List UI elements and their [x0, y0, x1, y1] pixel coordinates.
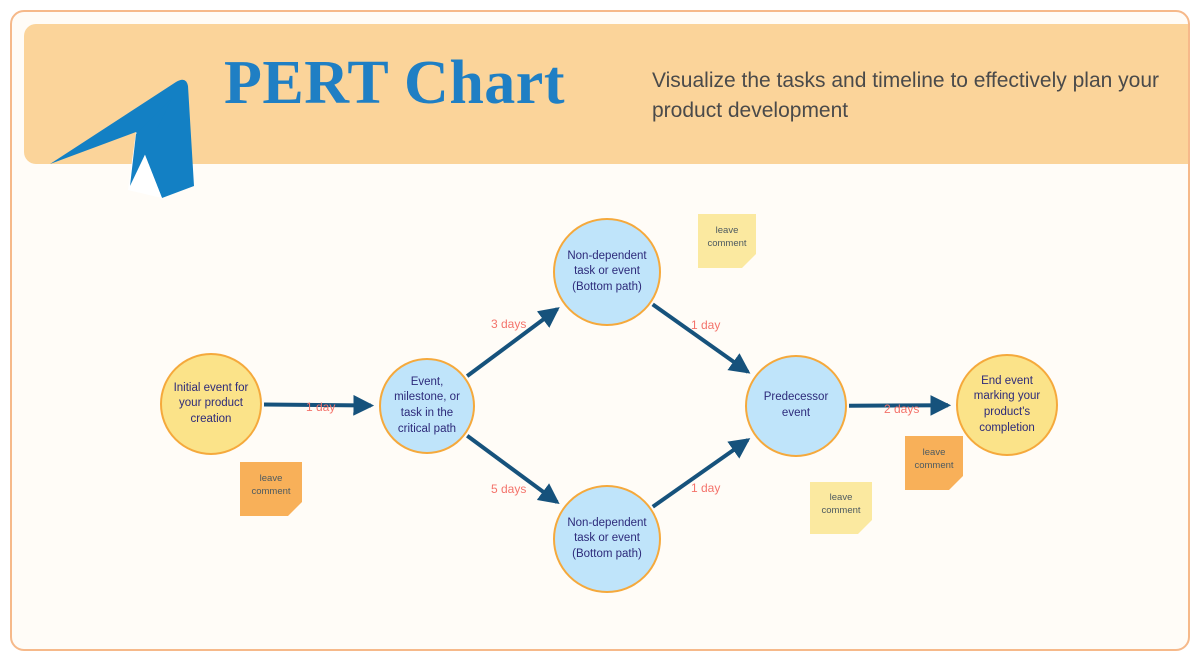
edge-label-top-task-to-predecessor: 1 day — [691, 318, 721, 332]
node-critical[interactable]: Event, milestone, or task in the critica… — [379, 358, 475, 454]
edge-label-predecessor-to-end: 2 days — [884, 402, 920, 416]
diagram-frame: PERT Chart Visualize the tasks and timel… — [10, 10, 1190, 651]
node-top-task[interactable]: Non-dependent task or event (Bottom path… — [553, 218, 661, 326]
node-label: Initial event for your product creation — [173, 381, 249, 425]
note-fold-corner-icon — [949, 476, 963, 490]
sticky-note-text: leave comment — [707, 225, 747, 249]
node-end[interactable]: End event marking your product's complet… — [956, 354, 1058, 456]
node-label: Non-dependent task or event (Bottom path… — [567, 516, 647, 560]
node-initial[interactable]: Initial event for your product creation — [160, 353, 262, 455]
node-predecessor[interactable]: Predecessor event — [745, 355, 847, 457]
page-title: PERT Chart — [224, 49, 565, 117]
note-initial[interactable]: leave comment — [240, 462, 302, 516]
edge-label-initial-to-critical: 1 day — [306, 400, 336, 414]
node-label: Event, milestone, or task in the critica… — [394, 375, 460, 435]
note-end[interactable]: leave comment — [905, 436, 963, 490]
edge-initial-to-critical[interactable] — [263, 394, 375, 416]
edge-top-task-to-predecessor[interactable] — [651, 302, 751, 374]
node-label: Non-dependent task or event (Bottom path… — [567, 249, 647, 293]
diagram-canvas: Initial event for your product creation E… — [12, 12, 1188, 649]
sticky-note-text: leave comment — [821, 492, 861, 516]
note-fold-corner-icon — [742, 254, 756, 268]
note-top-task[interactable]: leave comment — [698, 214, 756, 268]
edge-critical-to-bottom-task[interactable] — [466, 434, 560, 505]
note-fold-corner-icon — [288, 502, 302, 516]
edge-bottom-task-to-predecessor[interactable] — [651, 438, 751, 509]
note-fold-corner-icon — [858, 520, 872, 534]
node-label: Predecessor event — [763, 391, 829, 419]
edge-label-critical-to-top-task: 3 days — [491, 317, 527, 331]
edge-label-critical-to-bottom-task: 5 days — [491, 482, 527, 496]
note-predecessor[interactable]: leave comment — [810, 482, 872, 534]
sticky-note-text: leave comment — [251, 473, 291, 497]
edge-critical-to-top-task[interactable] — [465, 307, 560, 378]
edge-label-bottom-task-to-predecessor: 1 day — [691, 481, 721, 495]
page-subtitle: Visualize the tasks and timeline to effe… — [652, 69, 1160, 123]
node-label: End event marking your product's complet… — [973, 374, 1041, 434]
node-bottom-task[interactable]: Non-dependent task or event (Bottom path… — [553, 485, 661, 593]
edge-layer — [263, 302, 952, 509]
header-band: PERT Chart Visualize the tasks and timel… — [24, 24, 1188, 198]
paper-plane-icon — [44, 60, 204, 200]
sticky-note-text: leave comment — [914, 447, 954, 471]
